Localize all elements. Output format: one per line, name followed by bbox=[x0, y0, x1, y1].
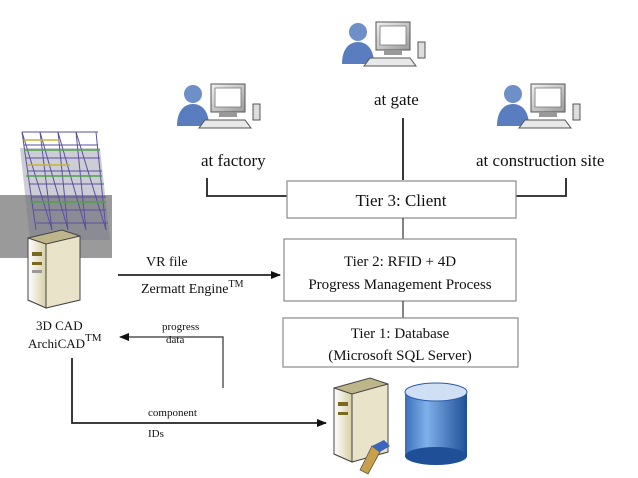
cad-server-icon bbox=[27, 229, 81, 309]
engine-label-name: Zermatt Engine bbox=[141, 282, 228, 297]
db-server-icon bbox=[333, 377, 390, 475]
tier2-label-line1: Tier 2: RFID + 4D bbox=[344, 254, 456, 270]
vr-file-label: VR file bbox=[146, 255, 188, 270]
tier2-box: Tier 2: RFID + 4D Progress Management Pr… bbox=[283, 238, 517, 302]
client-workstation-gate-icon bbox=[341, 21, 426, 67]
engine-label: Zermatt EngineTM bbox=[141, 279, 244, 297]
cad-label-sup: TM bbox=[85, 332, 102, 344]
client-label-site: at construction site bbox=[476, 151, 604, 170]
cad-label-line1: 3D CAD bbox=[36, 318, 83, 333]
tier2-label-line2: Progress Management Process bbox=[308, 277, 491, 293]
component-label-line1: component bbox=[148, 407, 197, 419]
client-label-factory: at factory bbox=[201, 151, 266, 170]
progress-label-line2: data bbox=[166, 334, 184, 346]
component-label-line2: IDs bbox=[148, 428, 164, 440]
factory-connector bbox=[206, 178, 287, 197]
tier1-label-line2: (Microsoft SQL Server) bbox=[328, 348, 472, 364]
cad-label-name: ArchiCAD bbox=[28, 336, 85, 351]
tier1-box: Tier 1: Database (Microsoft SQL Server) bbox=[282, 317, 519, 368]
building-model-icon bbox=[0, 131, 112, 258]
tier3-box: Tier 3: Client bbox=[286, 180, 517, 219]
tier1-label-line1: Tier 1: Database bbox=[351, 326, 450, 342]
database-cylinder-icon bbox=[404, 382, 468, 465]
cad-label-line2: ArchiCADTM bbox=[28, 332, 102, 351]
progress-data-arrow bbox=[119, 333, 224, 388]
progress-label-line1: progress bbox=[162, 321, 199, 333]
client-label-gate: at gate bbox=[374, 90, 419, 109]
client-workstation-factory-icon bbox=[176, 83, 261, 129]
client-workstation-site-icon bbox=[496, 83, 581, 129]
tier3-label: Tier 3: Client bbox=[356, 191, 447, 210]
engine-label-sup: TM bbox=[228, 279, 243, 290]
site-connector bbox=[516, 178, 567, 197]
component-ids-arrow bbox=[71, 358, 327, 427]
